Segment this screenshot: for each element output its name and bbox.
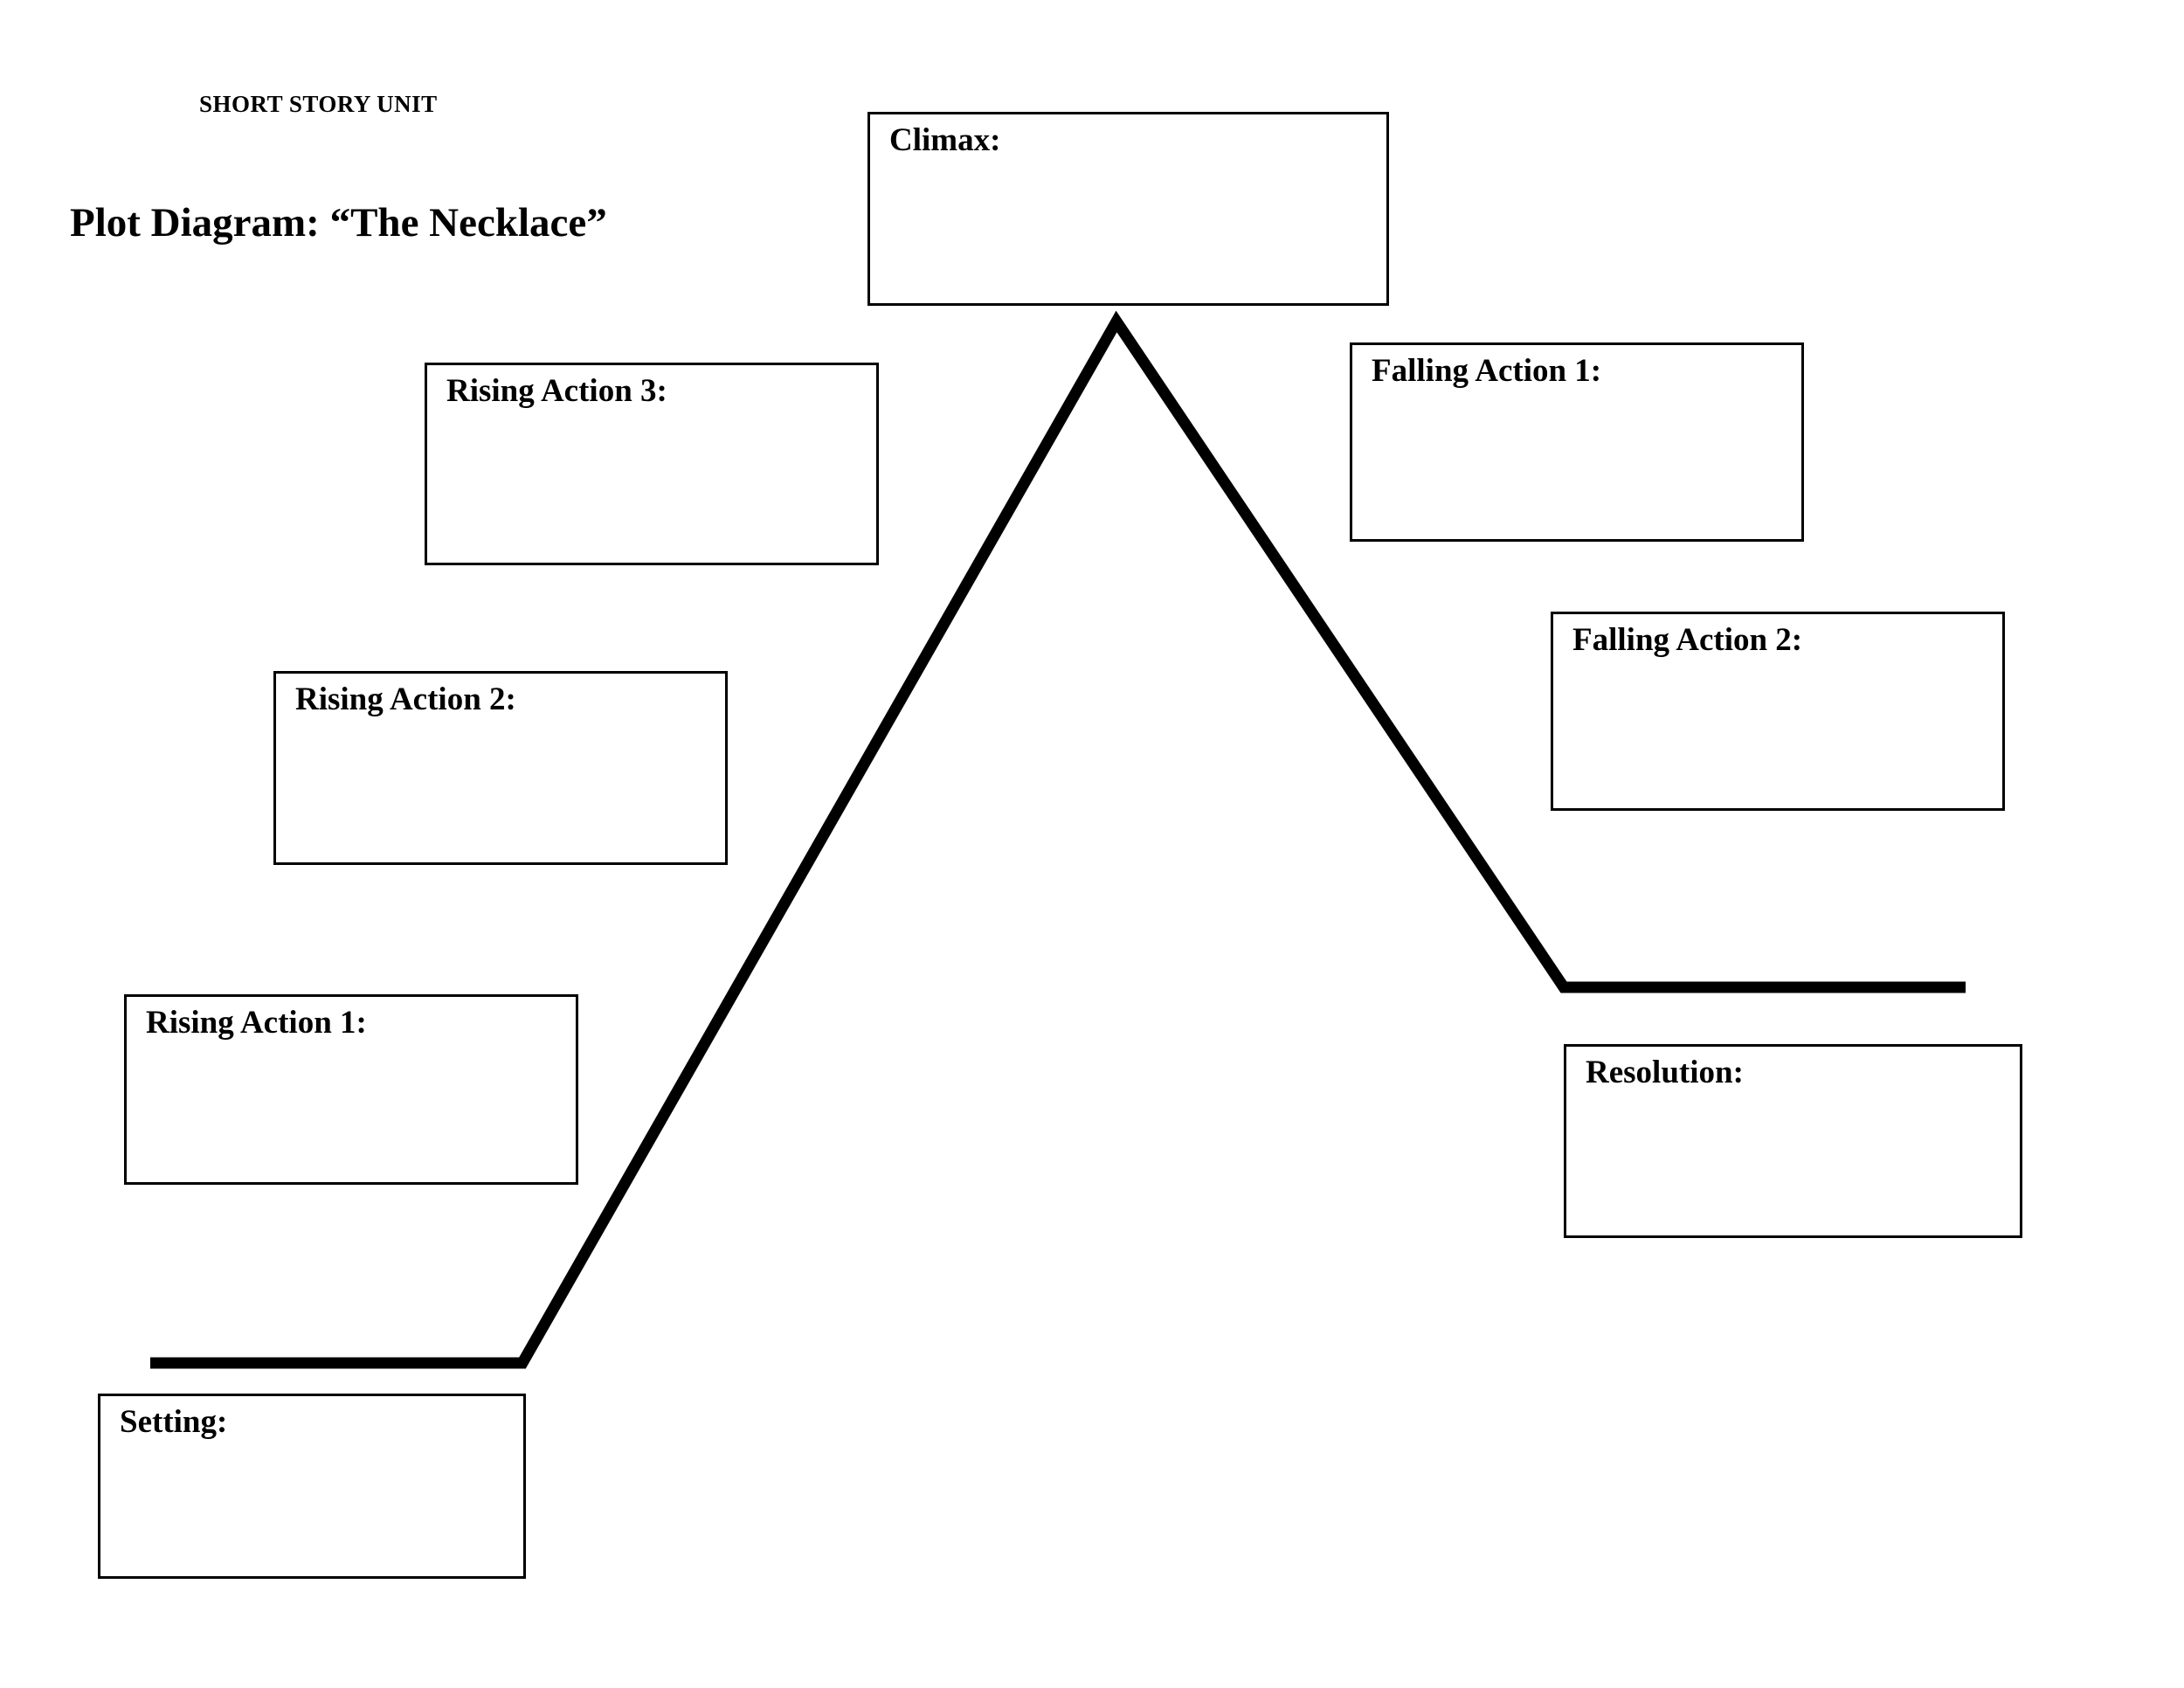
- unit-label: SHORT STORY UNIT: [199, 91, 438, 117]
- page-title: Plot Diagram: “The Necklace”: [70, 200, 607, 246]
- stage-box-rising-action-3[interactable]: Rising Action 3:: [425, 363, 879, 565]
- stage-label-rising-action-3: Rising Action 3:: [446, 373, 667, 409]
- stage-box-falling-action-2[interactable]: Falling Action 2:: [1551, 612, 2005, 811]
- stage-label-rising-action-2: Rising Action 2:: [295, 681, 516, 717]
- stage-label-resolution: Resolution:: [1586, 1055, 1744, 1090]
- stage-box-falling-action-1[interactable]: Falling Action 1:: [1350, 342, 1804, 542]
- stage-box-resolution[interactable]: Resolution:: [1564, 1044, 2022, 1238]
- stage-box-rising-action-2[interactable]: Rising Action 2:: [273, 671, 728, 865]
- stage-box-rising-action-1[interactable]: Rising Action 1:: [124, 994, 578, 1185]
- stage-label-falling-action-2: Falling Action 2:: [1572, 622, 1803, 658]
- stage-label-falling-action-1: Falling Action 1:: [1372, 353, 1602, 389]
- stage-label-climax: Climax:: [889, 122, 1001, 158]
- stage-label-rising-action-1: Rising Action 1:: [146, 1005, 367, 1041]
- stage-box-climax[interactable]: Climax:: [867, 112, 1389, 306]
- stage-box-setting[interactable]: Setting:: [98, 1394, 526, 1579]
- stage-label-setting: Setting:: [120, 1404, 228, 1440]
